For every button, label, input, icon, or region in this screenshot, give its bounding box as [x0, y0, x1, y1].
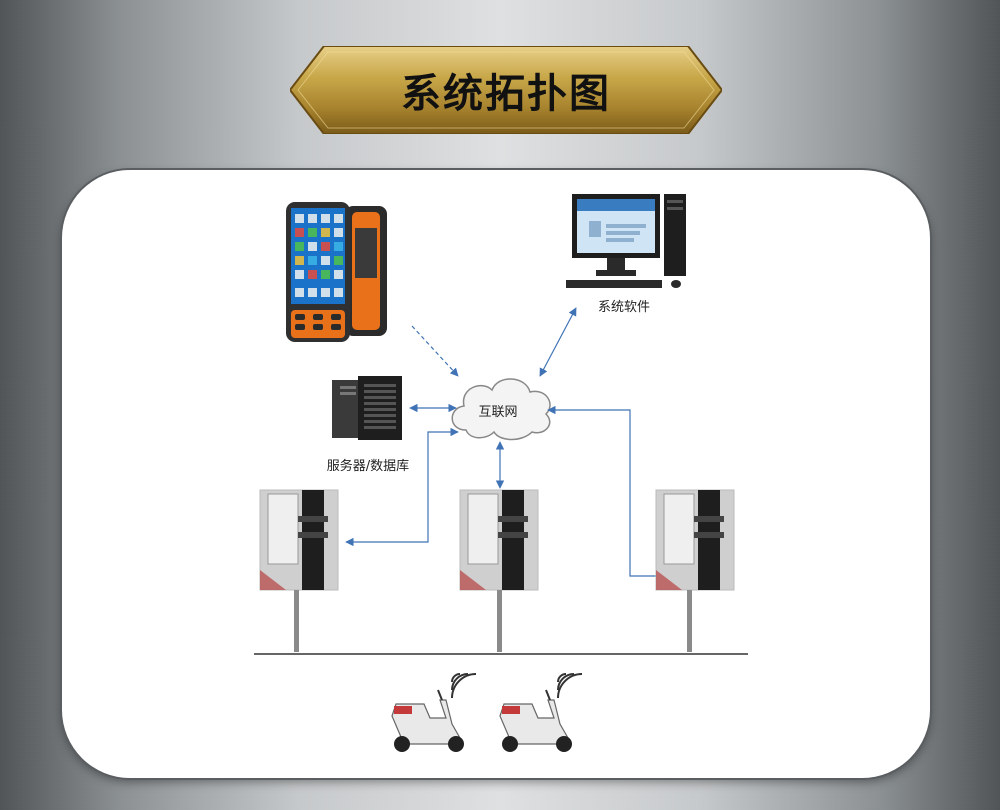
computer-icon [566, 194, 686, 288]
reader-left-cloud-arrow [345, 427, 459, 547]
software-label: 系统软件 [598, 300, 650, 315]
page-title: 系统拓扑图 [401, 71, 611, 117]
handheld-terminal-icon [286, 202, 387, 342]
title-banner [290, 46, 722, 134]
cloud-software-arrow [539, 307, 577, 377]
terminal-to-cloud-arrow [411, 325, 459, 377]
cloud-label: 互联网 [478, 405, 517, 420]
server-icon [332, 376, 402, 440]
e-scooter-right-icon [499, 673, 583, 752]
rfid-reader-left-icon [259, 489, 339, 652]
rfid-reader-right-icon [655, 489, 735, 652]
server-label: 服务器/数据库 [327, 458, 409, 474]
rfid-reader-center-icon [459, 489, 539, 652]
reader-right-cloud-arrow [547, 405, 656, 577]
internet-cloud-icon [451, 378, 551, 441]
e-scooter-left-icon [391, 673, 477, 752]
